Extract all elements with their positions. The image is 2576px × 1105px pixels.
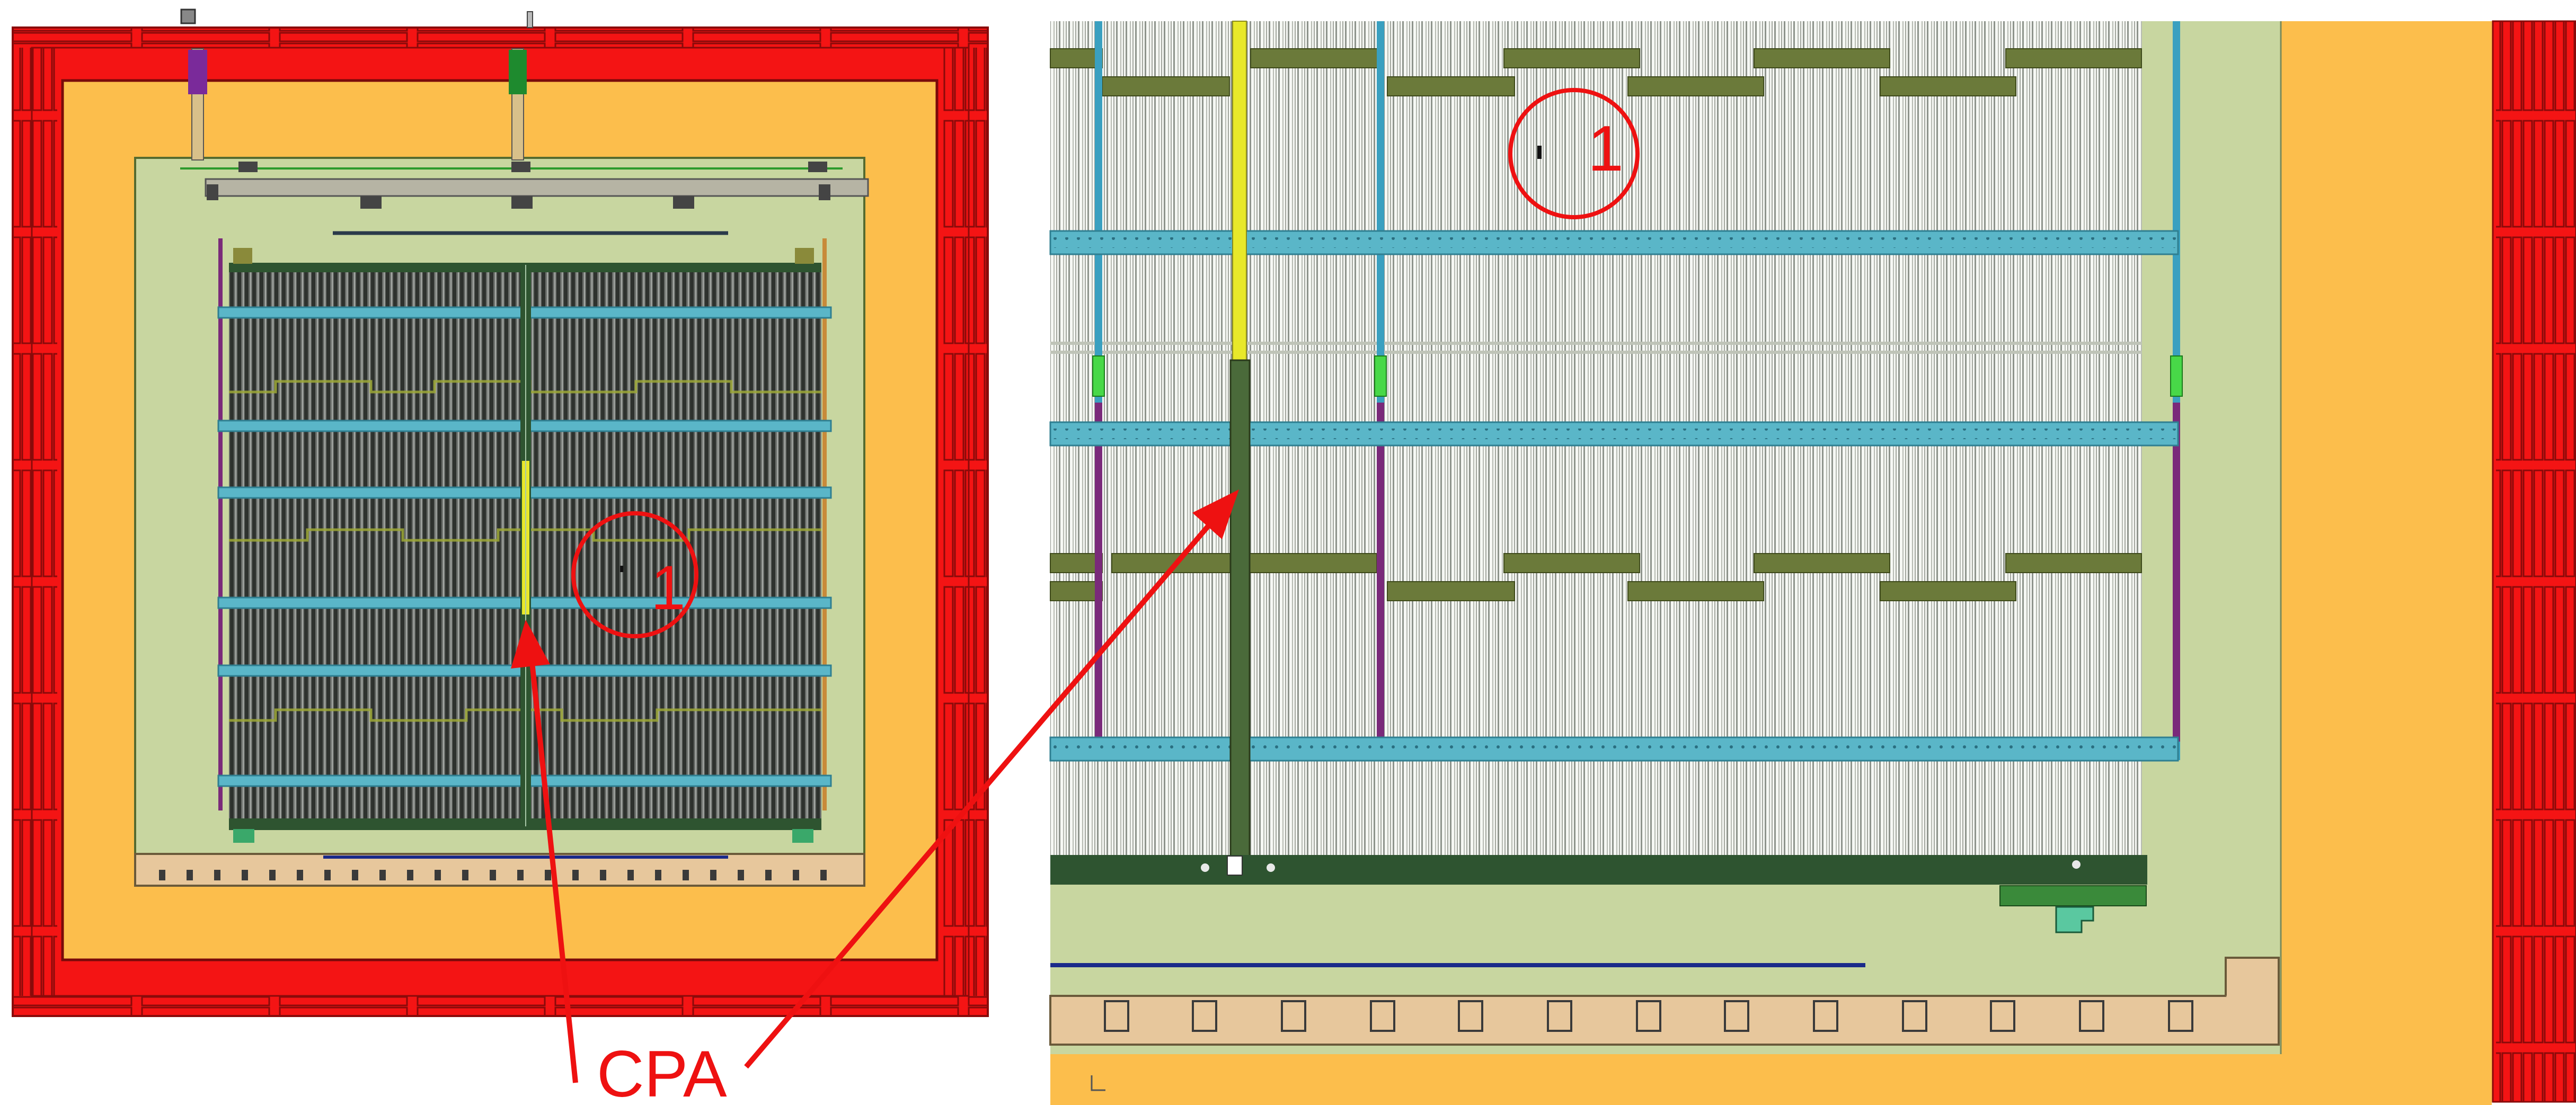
callout-number-overview: 1 <box>651 553 686 623</box>
arrow-head-left <box>511 620 550 669</box>
callout-circle-icon <box>571 511 698 638</box>
arrow-icon <box>744 520 1214 1069</box>
zoom-bottom-profile <box>1050 855 2147 885</box>
zoom-callout-circle-icon <box>1508 88 1640 219</box>
wire-board-strips <box>1050 48 2142 601</box>
zoom-bottom-frame <box>1049 995 2280 1046</box>
zoom-view: 1 <box>1049 20 2576 1105</box>
zoom-cpa-column <box>1229 359 1251 865</box>
zoom-cpa-yellow <box>1232 21 1247 361</box>
zoom-insulation <box>2281 21 2493 1102</box>
cpa-annotation: CPA <box>511 489 1239 1105</box>
callout-number-zoom: 1 <box>1588 112 1624 184</box>
arrow-head-right <box>1192 489 1239 539</box>
overview-view: 1 <box>12 8 989 1017</box>
arrow-icon <box>529 662 578 1083</box>
cpa-label: CPA <box>597 1038 727 1105</box>
